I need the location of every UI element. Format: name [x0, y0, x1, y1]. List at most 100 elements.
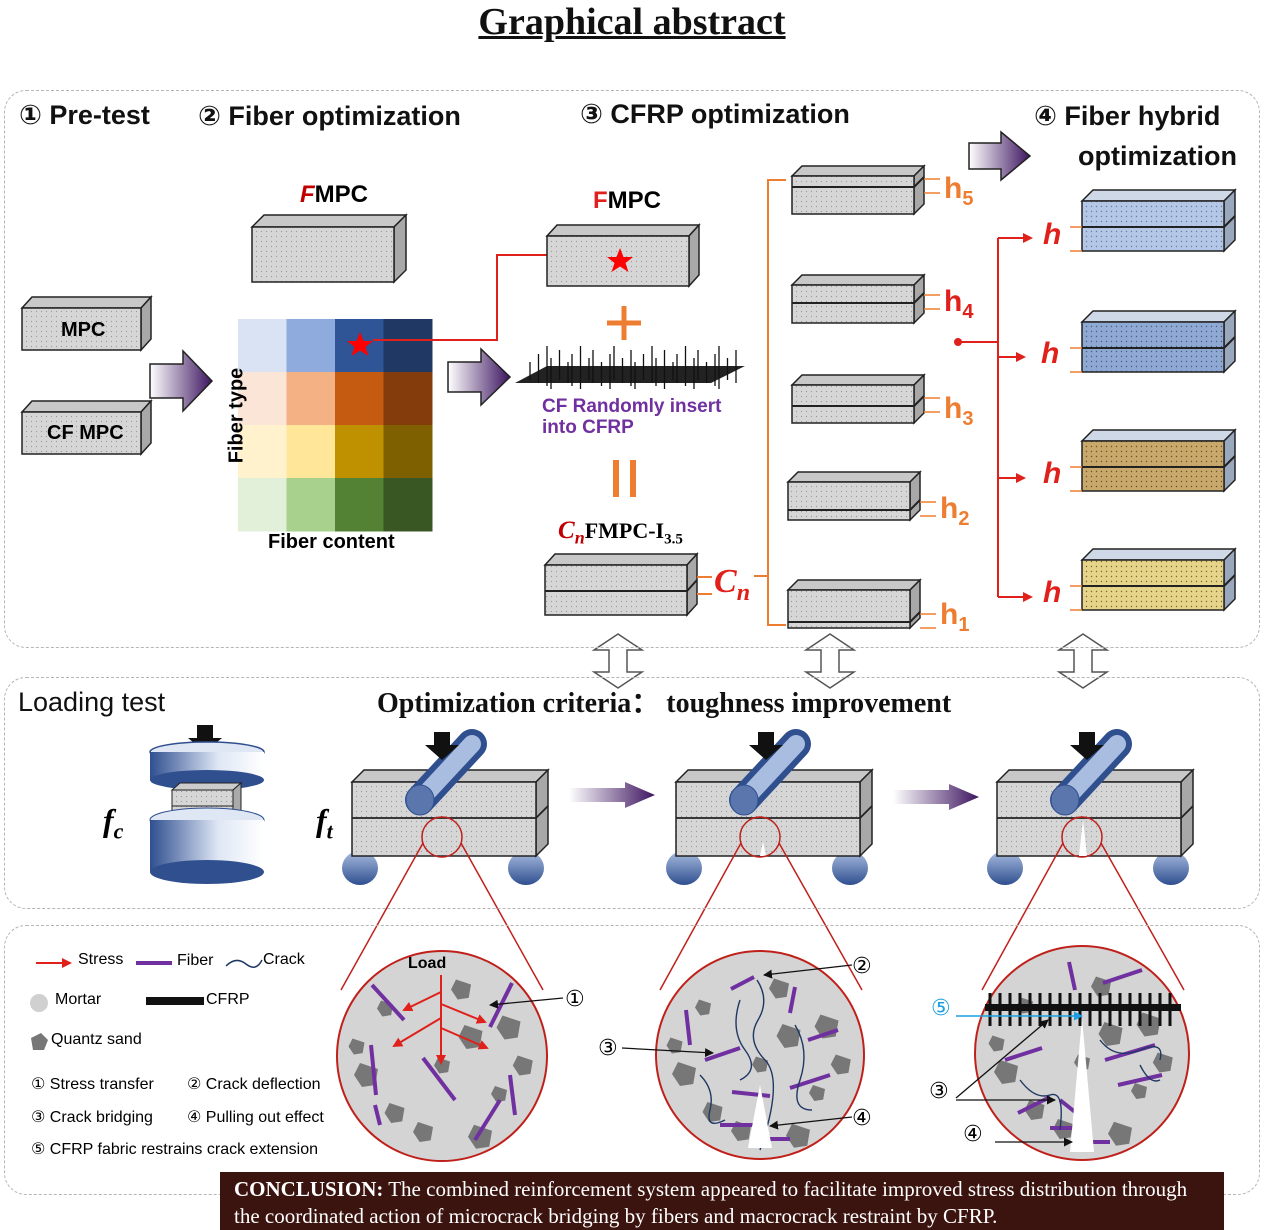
h5-letter: h: [944, 172, 963, 205]
quartz-sand: [1131, 1083, 1147, 1099]
h-block: [786, 470, 936, 522]
circle3-num4: ④: [963, 1121, 983, 1146]
circle3-num5: ⑤: [931, 995, 951, 1020]
quartz-sand: [496, 1015, 521, 1040]
heatmap-star: [347, 332, 373, 356]
label-h1: h1: [940, 598, 969, 637]
h4-sub: 4: [962, 301, 974, 323]
fiber: [1004, 1046, 1043, 1062]
circle2-num2: ②: [852, 953, 872, 978]
cf-cfrp-mesh: [515, 346, 745, 389]
legend-m2: ② Crack deflection: [187, 1076, 321, 1093]
label-h-hybrid-1: h: [1043, 218, 1062, 251]
beam-arrow-1: [569, 782, 655, 808]
fiber: [508, 1074, 517, 1116]
heatmap-cell: [238, 478, 287, 532]
flexural-beam: [666, 729, 874, 885]
step-cfrp: ③ CFRP optimization: [580, 99, 850, 129]
h1-sub: 1: [958, 614, 970, 636]
label-cn-right-c: C: [714, 563, 737, 600]
crack: [1139, 1064, 1161, 1082]
h-block: [790, 373, 940, 425]
label-mpc: MPC: [61, 319, 106, 341]
label-cnfmpc-sub: 3.5: [664, 531, 683, 548]
quartz-sand: [666, 1037, 683, 1054]
plus-sign: [607, 306, 641, 340]
zoom-circle-stress-transfer: [336, 950, 564, 1162]
crack: [1019, 1079, 1062, 1131]
label-cf-mpc: CF MPC: [47, 422, 124, 444]
circle2-num4: ④: [852, 1105, 872, 1130]
conclusion-head: CONCLUSION:: [234, 1177, 384, 1201]
quartz-sand: [1098, 1022, 1123, 1046]
circle2-num3: ③: [598, 1035, 618, 1060]
label-h5: h5: [944, 172, 973, 211]
quartz-sand: [809, 1085, 825, 1101]
heatmap-cell: [383, 372, 433, 426]
quartz-sand: [1152, 1052, 1173, 1073]
hybrid-block: [1070, 428, 1237, 493]
arrow-fiber-to-cfrp: [447, 347, 512, 407]
fiber: [1102, 968, 1143, 985]
legend-quartz: Quantz sand: [51, 1031, 142, 1048]
hybrid-branch: [958, 233, 1033, 602]
heatmap-cell: [383, 319, 433, 373]
label-cf-insert: CF Randomly insert into CFRP: [542, 396, 721, 438]
crack: [794, 1024, 813, 1111]
quartz-sand: [786, 1123, 810, 1148]
h-block: [790, 164, 940, 216]
h2-sub: 2: [958, 508, 970, 530]
fiber: [369, 1044, 378, 1096]
conclusion-body: The combined reinforcement system appear…: [234, 1177, 1188, 1228]
hybrid-block: [1070, 547, 1237, 612]
quartz-sand: [752, 1056, 768, 1073]
label-fmpc-rest: MPC: [314, 181, 369, 208]
label-h-hybrid-3: h: [1043, 457, 1062, 490]
block-fmpc-top: [250, 213, 408, 284]
flexural-beams: [342, 729, 1195, 885]
heatmap-cell: [238, 372, 287, 426]
fiber: [473, 1098, 502, 1142]
heatmap-cell: [286, 478, 336, 532]
label-h2: h2: [940, 492, 969, 531]
ft-letter: f: [316, 802, 327, 838]
axis-fiber-content: Fiber content: [268, 531, 395, 553]
fiber: [373, 1104, 382, 1126]
fiber: [731, 1090, 771, 1098]
ft-sub: t: [326, 818, 333, 844]
fiber-heatmap: [238, 319, 433, 532]
crack: [1099, 1039, 1162, 1061]
label-fmpc2-f: F: [593, 187, 608, 214]
axis-fiber-type: Fiber type: [225, 367, 248, 464]
heatmap-cell: [238, 425, 287, 479]
crack: [752, 979, 775, 1151]
fiber: [1067, 961, 1077, 991]
circle-load-label: Load: [408, 955, 447, 972]
label-fmpc-cfrp: FMPC: [593, 187, 661, 215]
panel-optimization: [4, 90, 1260, 648]
zoom-circle-cfrp-restraint: [955, 945, 1190, 1161]
quartz-sand: [672, 1062, 696, 1086]
heatmap-cell: [335, 478, 384, 532]
heatmap-cell: [238, 319, 287, 373]
legend-m1: ① Stress transfer: [31, 1076, 154, 1093]
quartz-sand: [702, 1102, 723, 1122]
fiber: [1117, 1073, 1163, 1087]
heatmap-cell: [286, 372, 336, 426]
h3-sub: 3: [962, 408, 974, 430]
panel-loading: [4, 677, 1260, 909]
h4-letter: h: [944, 285, 963, 318]
legend-m5: ⑤ CFRP fabric restrains crack extension: [31, 1141, 319, 1158]
compression-test: [149, 725, 265, 884]
quartz-sand: [1024, 1100, 1045, 1120]
quartz-sand: [348, 1038, 365, 1055]
crack: [735, 999, 753, 1081]
cn-bracket: [697, 179, 786, 626]
legend-cfrp: CFRP: [206, 991, 250, 1008]
quartz-sand: [769, 978, 789, 999]
block-cnfmpc: [543, 552, 699, 617]
quartz-sand: [994, 1060, 1018, 1084]
legend-stress: Stress: [78, 951, 124, 968]
fiber: [421, 1056, 457, 1102]
